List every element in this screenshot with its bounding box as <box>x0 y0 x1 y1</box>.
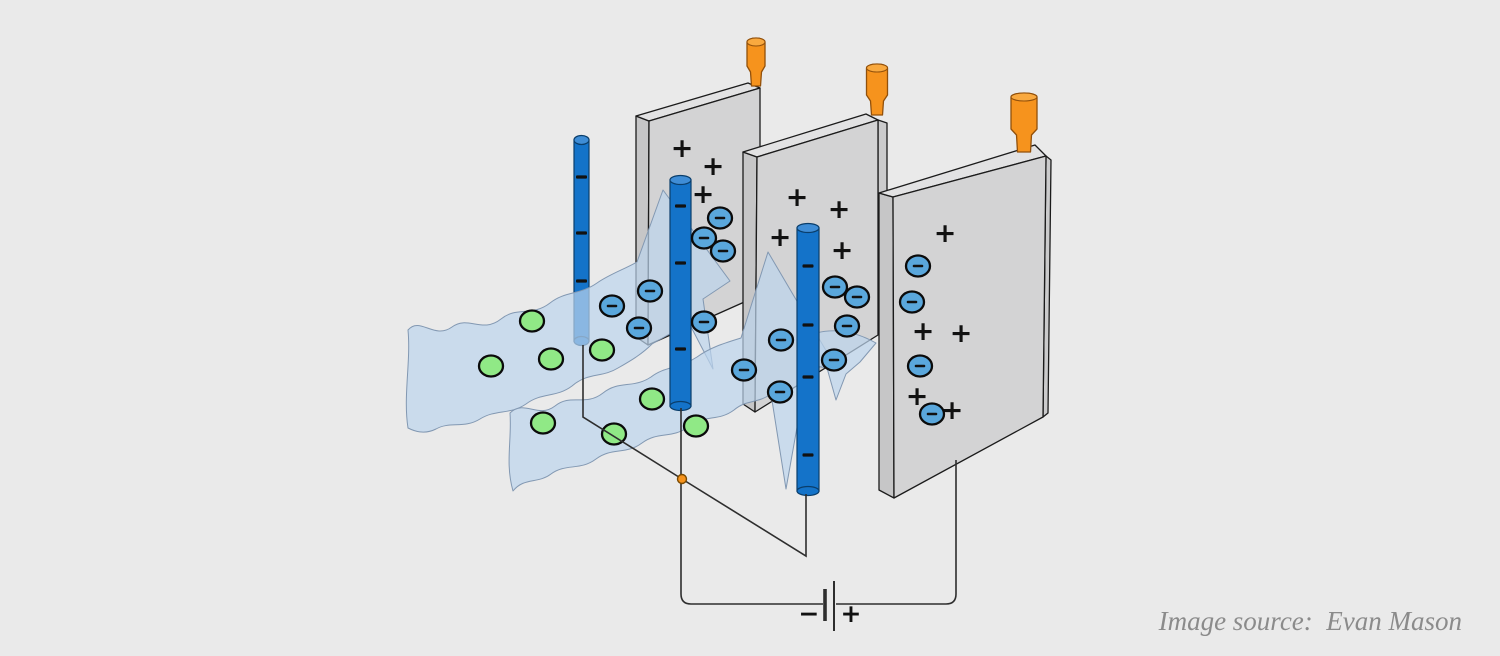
charged-dust-particle-minus-mark <box>775 338 787 342</box>
neutral-dust-particle <box>518 309 546 333</box>
discharge-electrode-1-minus-mark <box>576 231 587 235</box>
charged-dust-particle-minus-mark <box>926 412 938 416</box>
discharge-electrode-3-top-cap <box>796 222 820 234</box>
insulator-2-top-cap <box>865 63 889 73</box>
neutral-dust-particle <box>477 354 505 378</box>
charged-dust-particle-minus-mark <box>644 289 656 293</box>
collection-plate-2-plus-mark: + <box>831 235 854 266</box>
discharge-electrode-2-minus-mark <box>675 204 686 208</box>
charged-dust-particle-minus-mark <box>738 368 750 372</box>
collection-plate-3-plus-mark: + <box>912 316 935 347</box>
neutral-dust-particle <box>638 387 666 411</box>
attribution-text: Image source: Evan Mason <box>1158 606 1462 636</box>
discharge-electrode-2 <box>669 179 692 407</box>
discharge-electrode-2-minus-mark <box>675 347 686 351</box>
collection-plate-1-plus-mark: + <box>692 179 715 210</box>
charged-dust-particle-minus-mark <box>698 236 710 240</box>
wire-electrode2-to-battery <box>680 408 823 605</box>
insulator-3-top-cap <box>1010 92 1038 102</box>
charged-dust-particle-minus-mark <box>914 364 926 368</box>
collection-plate-1-plus-mark: + <box>671 133 694 164</box>
collection-plate-2-plus-mark: + <box>828 194 851 225</box>
discharge-electrode-1-minus-mark <box>576 175 587 179</box>
collection-plate-3-plus-mark: + <box>941 395 964 426</box>
insulator-3 <box>1010 92 1038 153</box>
discharge-electrode-1-top-cap <box>573 134 590 146</box>
discharge-electrode-2-minus-mark <box>675 261 686 265</box>
collection-plate-1-plus-mark: + <box>702 151 725 182</box>
battery-plus-label: + <box>841 599 862 628</box>
neutral-dust-particle <box>529 411 557 435</box>
collection-plate-3-left-edge <box>878 192 895 499</box>
charged-dust-particle-minus-mark <box>829 285 841 289</box>
discharge-electrode-3-minus-mark <box>802 264 814 268</box>
collection-plate-3-plus-mark: + <box>950 318 973 349</box>
neutral-dust-particle <box>588 338 616 362</box>
collection-plate-2-plus-mark: + <box>769 222 792 253</box>
charged-dust-particle-minus-mark <box>698 320 710 324</box>
wire-battery-to-plate <box>836 460 957 605</box>
discharge-electrode-1-minus-mark <box>576 279 587 283</box>
wire-junction-dot <box>676 473 688 485</box>
charged-dust-particle-minus-mark <box>906 300 918 304</box>
charged-dust-particle-minus-mark <box>606 304 618 308</box>
insulator-1-top-cap <box>746 37 766 47</box>
neutral-dust-particle <box>682 414 710 438</box>
charged-dust-particle-minus-mark <box>774 390 786 394</box>
battery-minus-label: − <box>799 599 820 628</box>
charged-dust-particle-minus-mark <box>912 264 924 268</box>
collection-plate-2-plus-mark: + <box>786 182 809 213</box>
collection-plate-3-plus-mark: + <box>906 381 929 412</box>
discharge-electrode-3-minus-mark <box>802 375 814 379</box>
discharge-electrode-3-bottom-cap <box>796 485 820 497</box>
discharge-electrode-2-top-cap <box>669 174 692 186</box>
charged-dust-particle-minus-mark <box>851 295 863 299</box>
discharge-electrode-3-minus-mark <box>802 323 814 327</box>
neutral-dust-particle <box>537 347 565 371</box>
charged-dust-particle-minus-mark <box>633 326 645 330</box>
charged-dust-particle-minus-mark <box>717 249 729 253</box>
charged-dust-particle-minus-mark <box>841 324 853 328</box>
charged-dust-particle-minus-mark <box>714 216 726 220</box>
charged-dust-particle-minus-mark <box>828 358 840 362</box>
discharge-electrode-3-minus-mark <box>802 453 814 457</box>
collection-plate-3-plus-mark: + <box>934 218 957 249</box>
